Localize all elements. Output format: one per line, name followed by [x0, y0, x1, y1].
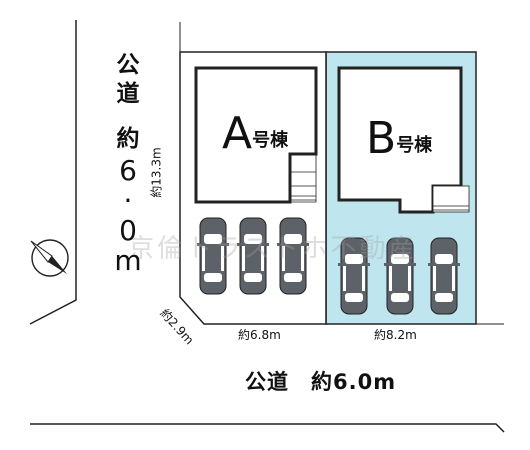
building-b-label: B号棟 [366, 113, 432, 164]
building-b-steps [432, 185, 470, 213]
left-road-char: · [123, 184, 133, 217]
building-a-steps [290, 153, 317, 203]
left-road-char: 0 [119, 214, 137, 247]
lot-b-width-dimension: 約8.2m [374, 328, 417, 342]
left-road-char: 6 [119, 154, 137, 187]
watermark: 京倫トラストホ不動産 [128, 234, 418, 264]
left-road-char: m [114, 244, 142, 277]
building-a-label: A号棟 [222, 108, 288, 159]
lot-a-width-dimension: 約6.8m [238, 328, 281, 342]
left-road-label: 公 道 約 6 · 0 m [108, 54, 148, 277]
bottom-road-label: 公道 約6.0m [245, 370, 397, 394]
depth-dimension: 約13.3m [149, 147, 164, 198]
building-a-letter: A [222, 108, 253, 159]
building-a-suffix: 号棟 [252, 130, 289, 151]
building-b-letter: B [366, 113, 397, 164]
left-road-char: 公 [116, 52, 140, 78]
car-icon [427, 237, 461, 315]
left-road-char: 道 [116, 81, 140, 107]
left-road-edge [29, 20, 77, 325]
left-road-char: 約 [116, 126, 140, 152]
building-b-suffix: 号棟 [396, 135, 433, 156]
north-compass-icon [30, 239, 69, 277]
bottom-road-edge [30, 423, 505, 433]
